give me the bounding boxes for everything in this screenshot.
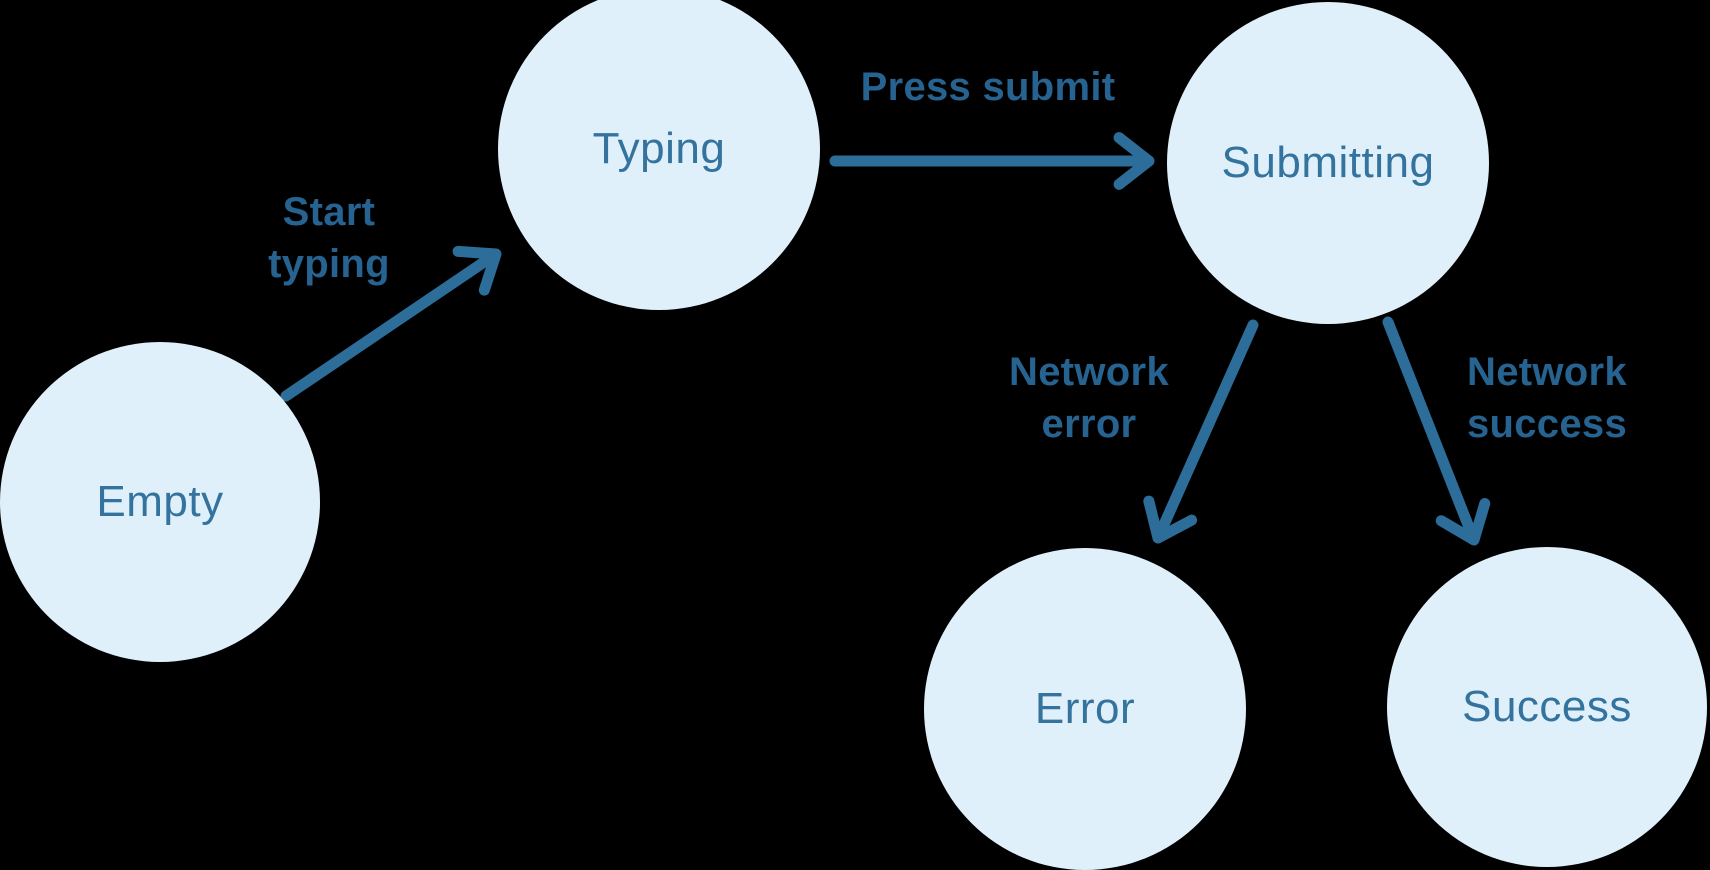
transition-label-press-submit: Press submit bbox=[860, 65, 1116, 109]
state-label-success: Success bbox=[1462, 682, 1632, 731]
transition-label-start-typing: Start typing bbox=[268, 190, 390, 286]
state-label-submitting: Submitting bbox=[1221, 138, 1435, 187]
state-node-success: Success bbox=[1387, 547, 1707, 867]
state-label-error: Error bbox=[1034, 684, 1136, 733]
state-node-error: Error bbox=[924, 548, 1246, 870]
state-node-typing: Typing bbox=[498, 0, 820, 310]
state-label-typing: Typing bbox=[592, 124, 726, 173]
state-label-empty: Empty bbox=[96, 477, 224, 526]
state-node-empty: Empty bbox=[0, 342, 320, 662]
state-node-submitting: Submitting bbox=[1167, 2, 1489, 324]
transition-arrow-typing-to-submitting bbox=[829, 132, 1155, 190]
transition-label-network-success: Network success bbox=[1466, 350, 1627, 446]
transition-label-network-error: Network error bbox=[1009, 350, 1169, 446]
